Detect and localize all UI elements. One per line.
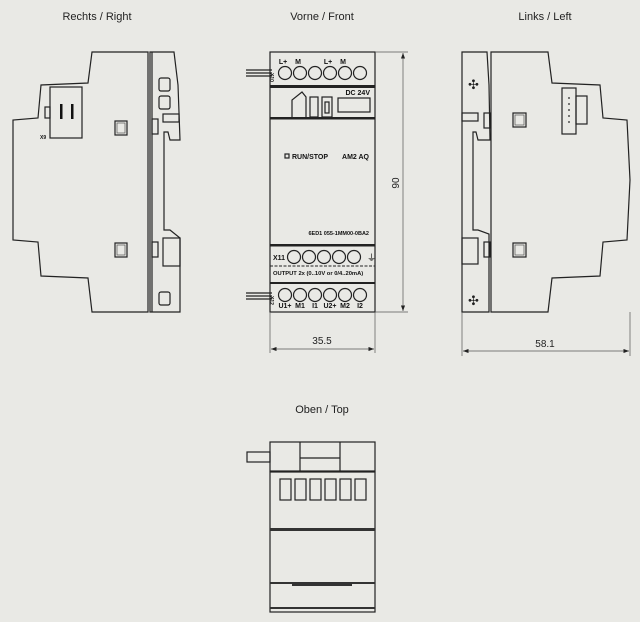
right-view: Rechts / Right X9 [12,11,181,313]
top-view: Oben / Top [246,404,376,613]
front-width-value: 35.5 [312,336,332,347]
top-view-pin [246,451,271,463]
mounting-screw-icon: ✣ [468,77,479,92]
run-stop-indicator [284,153,290,159]
front-width-dimension: 35.5 [269,312,376,353]
module-name: AM2 AQ [342,154,370,161]
height-dimension: 90 [375,51,408,313]
top-view-housing [269,471,376,613]
supply-label: DC 24V [345,90,370,97]
order-number: 6ED1 055-1MM00-0BA2 [308,231,369,237]
top-view-title: Oben / Top [295,404,349,416]
bottom-connector-pin [246,292,272,300]
depth-dimension: 58.1 [461,312,631,356]
front-view-title: Vorne / Front [290,11,354,23]
output-label: OUTPUT 2x (0..10V or 0/4..20mA) [273,271,363,277]
top-terminal-label: L+ [279,59,287,66]
left-view-din-clip [461,51,491,313]
connector-x9 [49,86,83,139]
top-view-clip [269,441,376,472]
front-housing [269,51,376,313]
x12-label: X12 [268,296,274,305]
ground-icon: ⏚ [367,253,376,263]
x10-label: X10 [268,73,274,82]
top-view-terminal-openings [279,478,367,501]
connector-x9-label: X9 [40,135,46,141]
bottom-terminal-label: I1 [312,303,318,310]
x11-label: X11 [273,255,285,262]
left-view: Links / Left ✣ ✣ 58.1 [461,11,631,356]
right-view-housing [12,51,149,313]
bottom-terminal-label: I2 [357,303,363,310]
mounting-screw-icon: ✣ [468,293,479,308]
depth-value: 58.1 [535,339,555,350]
top-terminal-screws [277,65,368,81]
left-view-housing [490,51,631,313]
top-terminal-label: L+ [324,59,332,66]
bottom-terminal-screws [277,287,368,303]
bottom-terminal-label: U1+ [278,303,291,310]
bottom-terminal-label: M2 [340,303,350,310]
front-view: Vorne / Front L+ M L+ M X10 DC 24V RUN/S… [246,11,408,353]
top-terminal-label: M [340,59,346,66]
top-connector-pin [246,69,272,77]
height-value: 90 [391,177,402,189]
left-view-title: Links / Left [518,11,571,23]
top-terminal-label: M [295,59,301,66]
right-view-title: Rechts / Right [62,11,131,23]
bottom-terminal-label: U2+ [323,303,336,310]
x11-terminals: ⏚ [286,249,376,265]
expansion-connector [561,87,577,135]
run-stop-label: RUN/STOP [292,154,328,161]
bottom-terminal-label: M1 [295,303,305,310]
